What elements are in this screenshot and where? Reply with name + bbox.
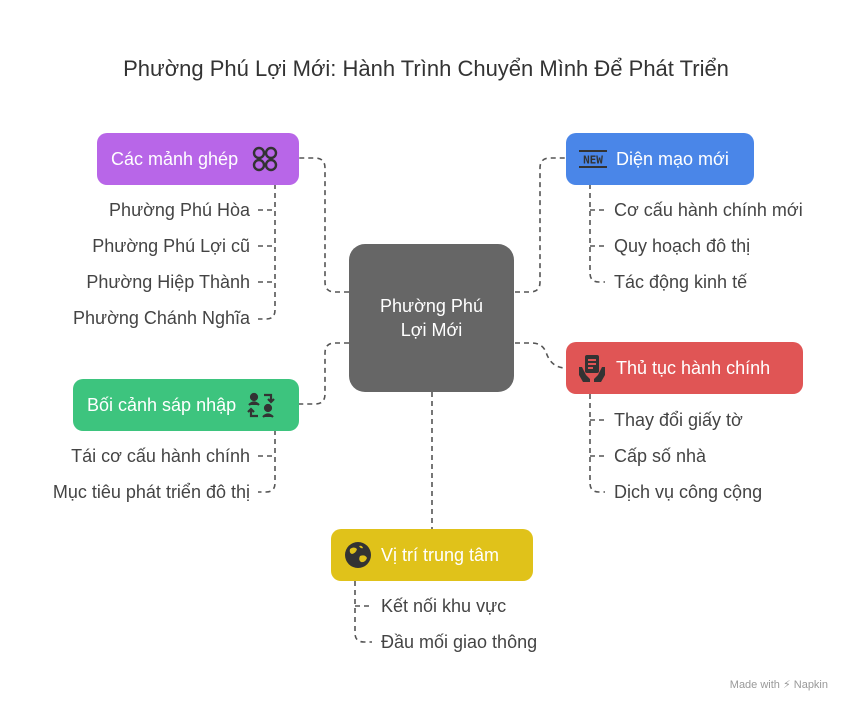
puzzle-links-icon [250, 144, 280, 174]
appearance-item-3: Tác động kinh tế [614, 272, 748, 292]
pieces-item-4: Phường Chánh Nghĩa [73, 308, 250, 328]
location-item-2: Đầu mối giao thông [381, 632, 538, 652]
appearance-item-1: Cơ cấu hành chính mới [614, 200, 803, 220]
pieces-item-1: Phường Phú Hòa [109, 200, 250, 220]
procedures-item-2: Cấp số nhà [614, 446, 707, 466]
pieces-item-3: Phường Hiệp Thành [86, 272, 250, 292]
branch-pieces-label: Các mảnh ghép [111, 148, 239, 169]
new-badge-text: NEW [583, 154, 603, 167]
context-item-1: Tái cơ cấu hành chính [71, 446, 250, 466]
pieces-item-2: Phường Phú Lợi cũ [92, 236, 250, 256]
branch-context: Bối cảnh sáp nhập [73, 379, 299, 431]
new-badge-icon: NEW [578, 149, 608, 169]
document-hands-icon [578, 353, 606, 383]
procedures-item-1: Thay đổi giấy tờ [614, 410, 743, 430]
context-item-2: Mục tiêu phát triển đô thị [52, 482, 250, 502]
central-topic: Phường Phú Lợi Mới [349, 244, 514, 392]
branch-procedures-label: Thủ tục hành chính [616, 357, 771, 378]
napkin-credit: Made with ⚡ Napkin [729, 679, 828, 691]
branch-location-label: Vị trí trung tâm [381, 544, 500, 565]
location-item-1: Kết nối khu vực [381, 596, 507, 616]
diagram-title: Phường Phú Lợi Mới: Hành Trình Chuyển Mì… [123, 56, 729, 81]
branch-location: Vị trí trung tâm [331, 529, 533, 581]
appearance-item-2: Quy hoạch đô thị [614, 236, 751, 256]
branch-appearance: NEW Diện mạo mới [566, 133, 754, 185]
branch-procedures: Thủ tục hành chính [566, 342, 803, 394]
branch-appearance-label: Diện mạo mới [616, 148, 729, 169]
branch-context-label: Bối cảnh sáp nhập [87, 394, 237, 415]
procedures-item-3: Dịch vụ công cộng [614, 482, 763, 502]
branch-pieces: Các mảnh ghép [97, 133, 299, 185]
people-exchange-icon [246, 390, 276, 420]
globe-icon [343, 540, 373, 570]
